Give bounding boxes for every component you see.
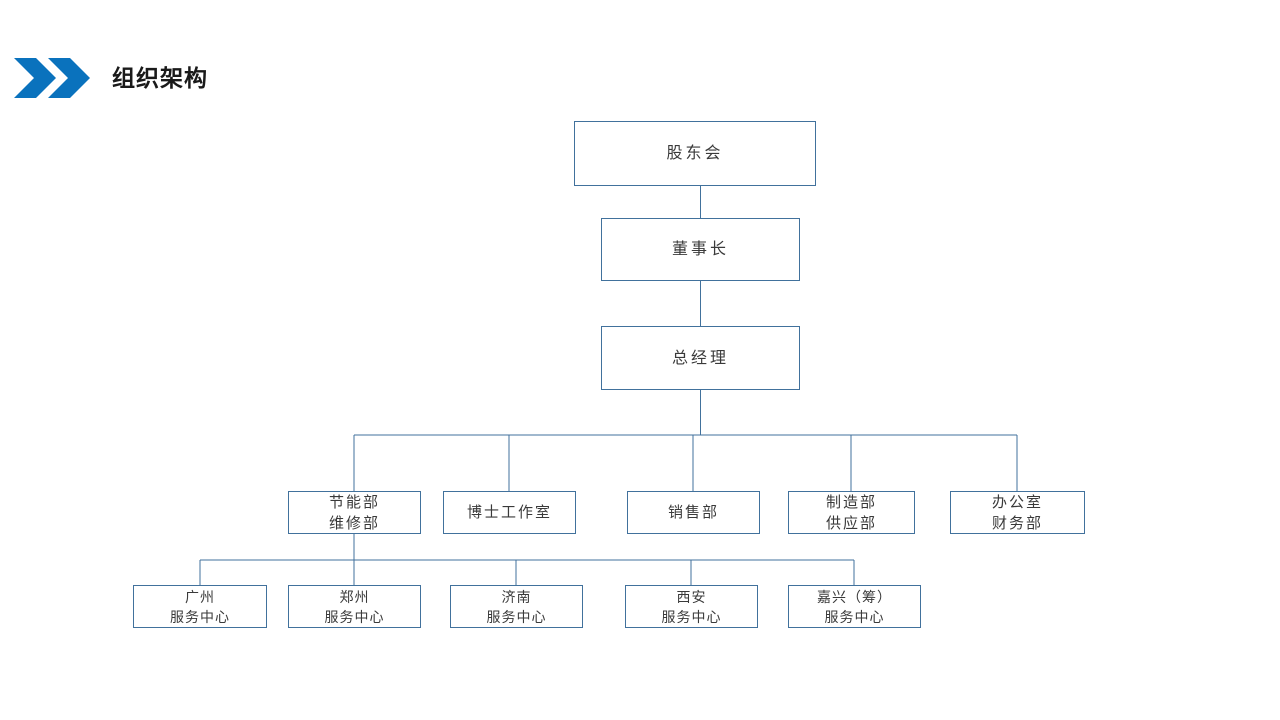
org-node-service-center-xian[interactable]: 西安 服务中心 <box>625 585 758 628</box>
page-title: 组织架构 <box>112 65 208 91</box>
org-node-label: 郑州 服务中心 <box>324 588 385 625</box>
org-node-chairman[interactable]: 董事长 <box>601 218 800 281</box>
org-node-general-manager[interactable]: 总经理 <box>601 326 800 390</box>
org-node-label: 济南 服务中心 <box>486 588 547 625</box>
org-node-service-center-zhengzhou[interactable]: 郑州 服务中心 <box>288 585 421 628</box>
org-node-service-center-guangzhou[interactable]: 广州 服务中心 <box>133 585 267 628</box>
org-node-department-doctoral-studio[interactable]: 博士工作室 <box>443 491 576 534</box>
org-node-shareholders[interactable]: 股东会 <box>574 121 816 186</box>
double-chevron-right-icon <box>14 58 90 98</box>
org-node-service-center-jiaxing[interactable]: 嘉兴（筹） 服务中心 <box>788 585 921 628</box>
org-node-department-sales[interactable]: 销售部 <box>627 491 760 534</box>
org-node-label: 销售部 <box>667 504 719 521</box>
org-node-label: 博士工作室 <box>466 504 552 521</box>
org-node-label: 节能部 维修部 <box>328 493 380 532</box>
slide-header: 组织架构 <box>0 46 1280 108</box>
org-node-label: 董事长 <box>671 241 729 258</box>
org-node-label: 总经理 <box>671 349 729 367</box>
org-node-department-energy-maintenance[interactable]: 节能部 维修部 <box>288 491 421 534</box>
org-node-service-center-jinan[interactable]: 济南 服务中心 <box>450 585 583 628</box>
org-node-department-office-finance[interactable]: 办公室 财务部 <box>950 491 1085 534</box>
org-node-department-manufacturing-supply[interactable]: 制造部 供应部 <box>788 491 915 534</box>
org-node-label: 广州 服务中心 <box>170 588 230 625</box>
org-node-label: 办公室 财务部 <box>991 493 1043 532</box>
org-node-label: 嘉兴（筹） 服务中心 <box>817 588 892 625</box>
org-node-label: 股东会 <box>666 145 724 162</box>
org-node-label: 西安 服务中心 <box>661 588 722 625</box>
org-node-label: 制造部 供应部 <box>825 493 877 532</box>
